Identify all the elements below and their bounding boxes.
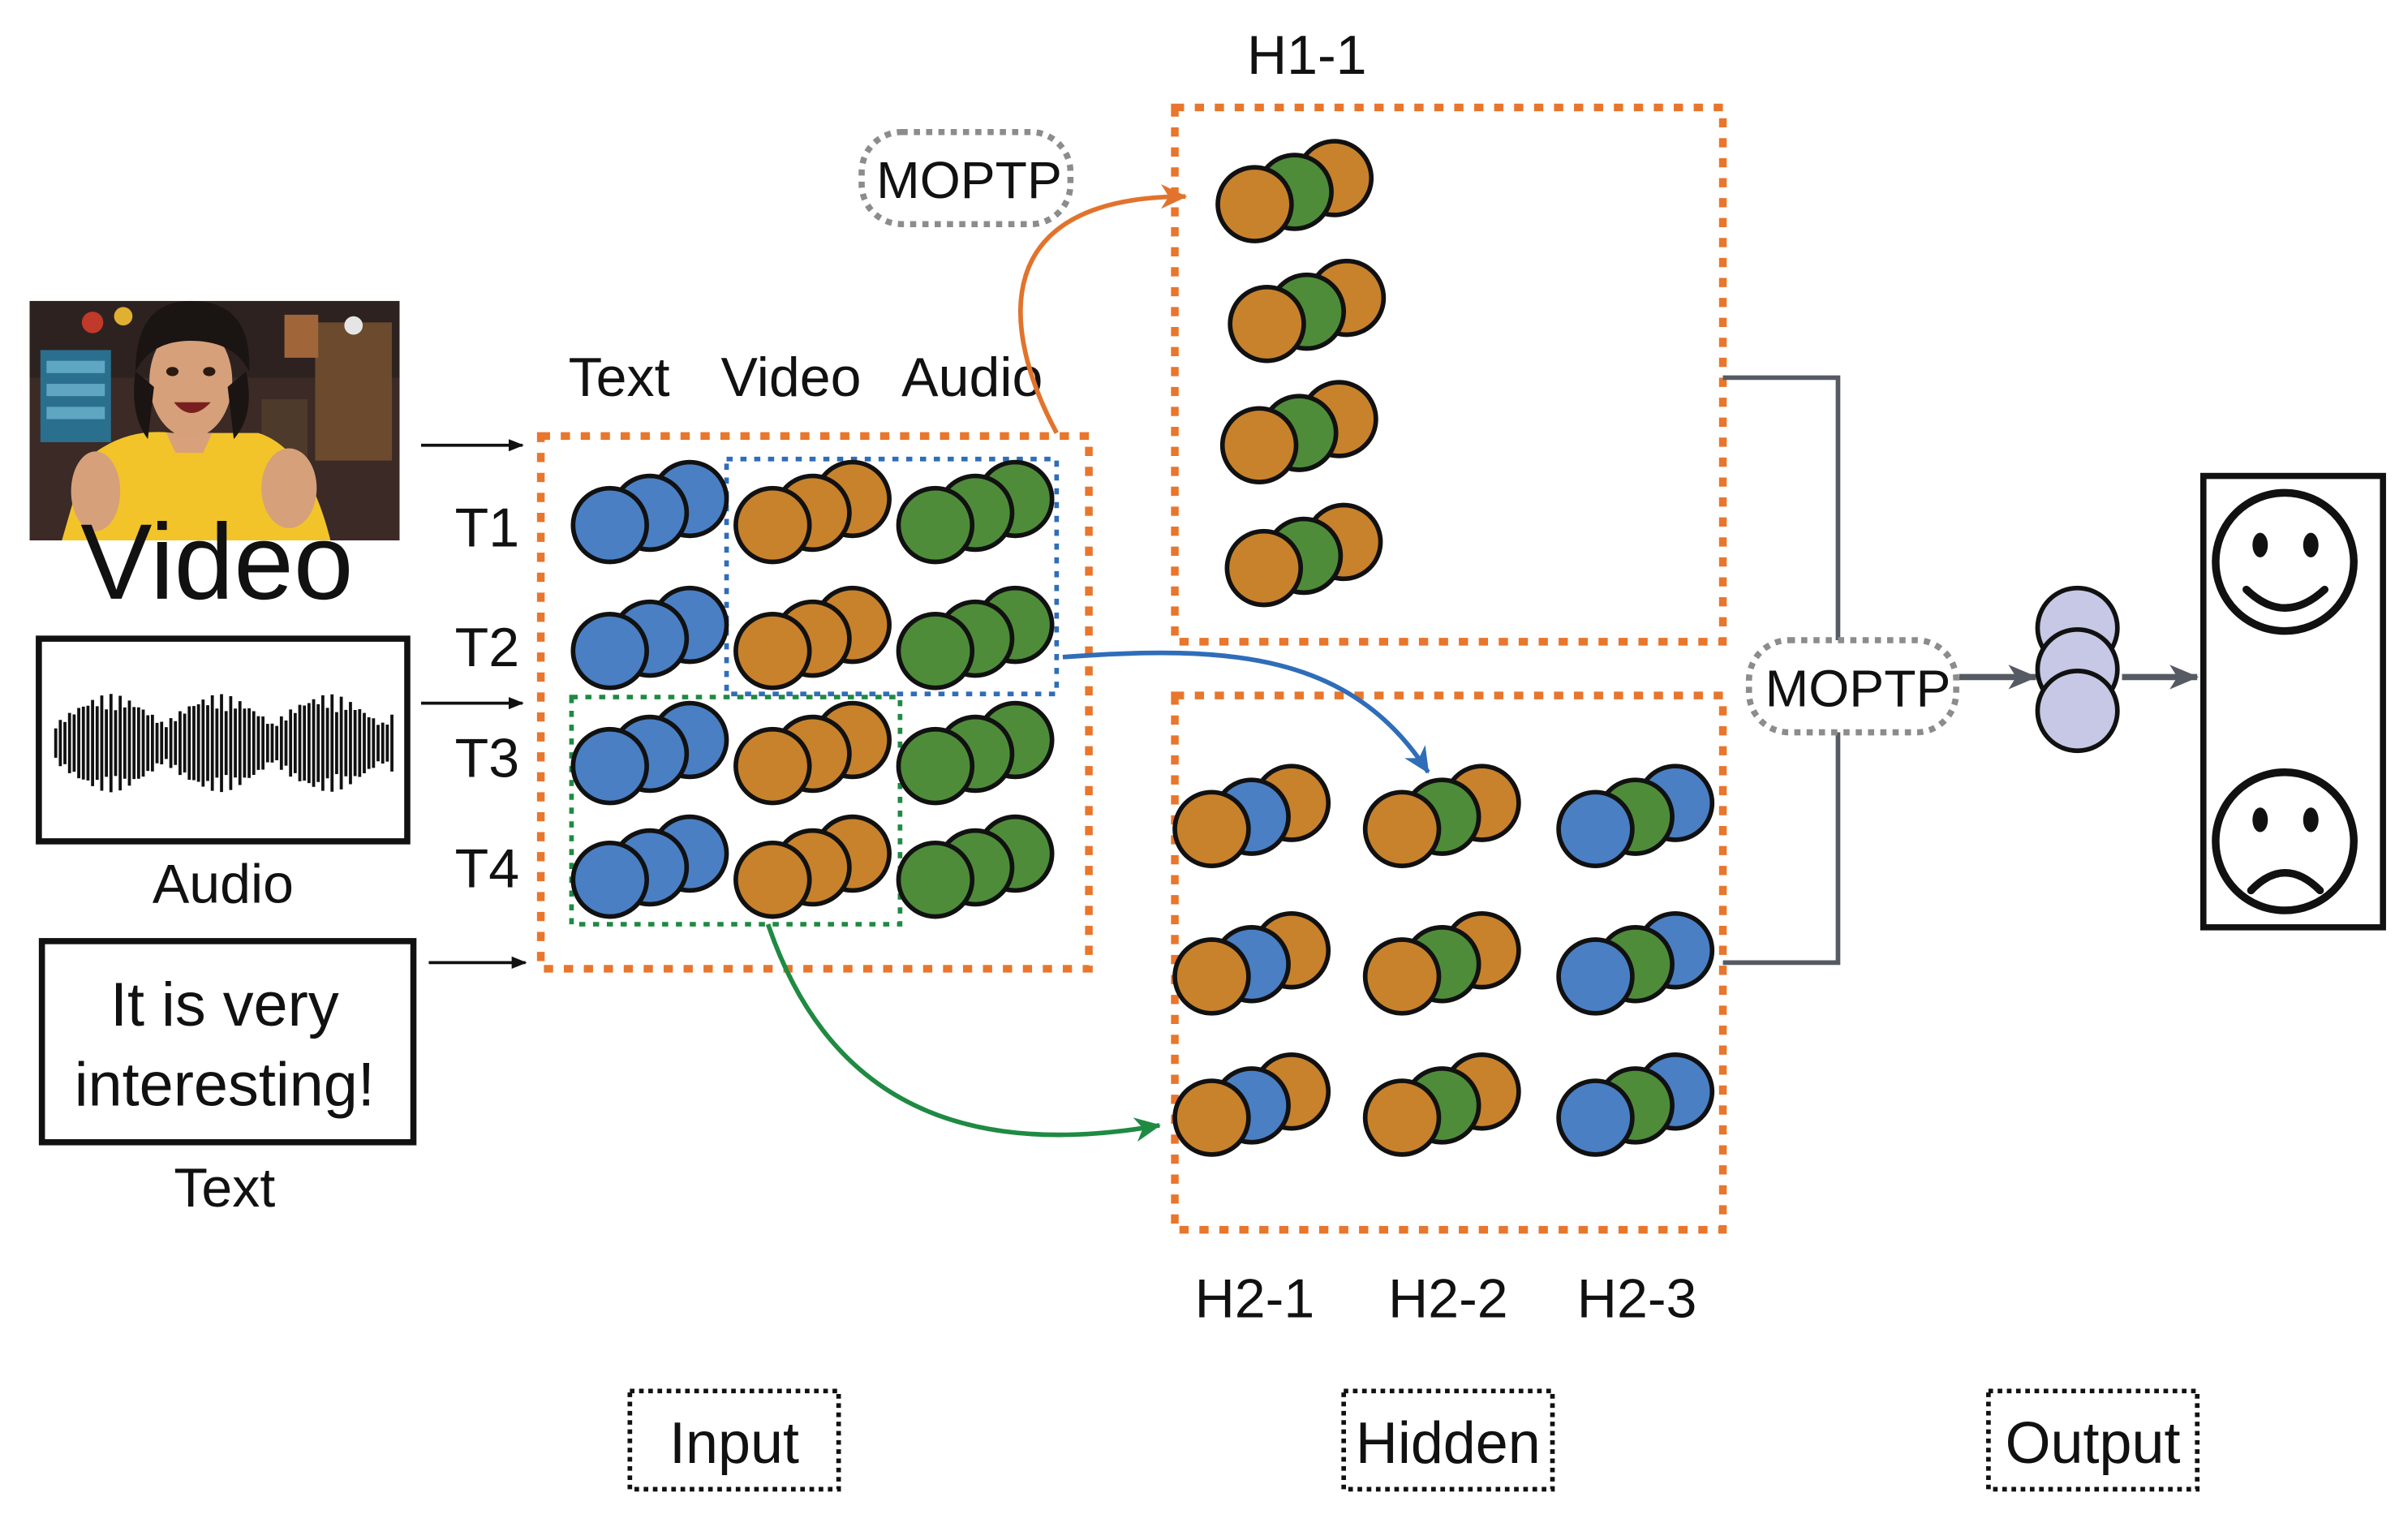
smiley-face-icon [2212,488,2358,635]
h1-title: H1-1 [1247,24,1367,86]
h2-cluster-r1-c3-circle-3 [1556,789,1635,869]
text-label: Text [174,1157,275,1219]
column-label-text: Text [569,346,670,408]
h2-cluster-r3-c3 [1556,1052,1715,1157]
fusion-nodes [2035,585,2120,754]
h1-cluster-2 [1228,258,1387,364]
h2-cluster-r2-c3 [1556,910,1715,1016]
h1-cluster-4-circle-3 [1224,528,1304,608]
section-hidden-text: Hidden [1356,1411,1541,1476]
h1-panel [1171,103,1727,646]
h2-cluster-r1-c1-circle-3 [1172,789,1251,869]
output-panel [2199,472,2386,931]
blue-selection-window [724,456,1060,697]
waveform-icon [54,694,393,793]
row-label-t1: T1 [455,497,519,559]
moptp-label-right: MOPTP [1765,659,1951,717]
text-box-line-1: It is very [110,970,339,1039]
input-cluster-t3-c3 [896,700,1055,806]
column-label-video: Video [721,346,862,408]
h2-label-2: H2-2 [1388,1267,1508,1329]
moptp-bubble-right: MOPTP [1745,637,1959,736]
h1-cluster-2-circle-3 [1228,284,1306,364]
row-label-t2: T2 [455,617,519,678]
input-cluster-t2-c2-circle-3 [733,612,812,691]
section-label-hidden: Hidden [1341,1388,1555,1492]
input-cluster-t2-c1-circle-3 [570,612,649,691]
h2-cluster-r2-c2 [1362,910,1521,1016]
moptp-label-top: MOPTP [876,151,1062,209]
h2-feature-clusters [1172,764,1715,1157]
input-cluster-t2-c3 [896,585,1055,691]
h2-cluster-r3-c2 [1362,1052,1521,1157]
input-cluster-t2-c2 [733,585,892,691]
h2-panel [1171,691,1727,1234]
audio-waveform-box [36,635,411,845]
video-label: Video [80,502,353,622]
h2-cluster-r1-c2 [1362,764,1521,869]
h2-cluster-r2-c3-circle-3 [1556,937,1635,1016]
input-cluster-t4-c1 [570,814,729,919]
section-output-text: Output [2006,1411,2181,1476]
audio-label: Audio [153,854,294,915]
input-cluster-t3-c1 [570,700,729,806]
text-box-line-2: interesting! [75,1050,375,1119]
h1-cluster-3 [1219,380,1378,484]
green-selection-window [569,695,903,927]
h2-cluster-r3-c1 [1172,1052,1331,1157]
h1-cluster-1-circle-3 [1215,165,1294,243]
h2-cluster-r2-c1-circle-3 [1172,937,1251,1016]
h2-cluster-r3-c2-circle-3 [1362,1078,1442,1157]
h1-feature-clusters [1215,139,1387,608]
input-cluster-t4-c3 [896,814,1055,919]
input-cluster-t4-c3-circle-3 [896,840,975,919]
input-cluster-t1-c2 [733,459,892,565]
input-cluster-t3-c2 [733,700,892,806]
video-thumbnail [29,300,400,541]
orange-arrow-to-h1 [1018,184,1188,434]
input-cluster-t1-c3-circle-3 [896,485,975,565]
input-cluster-t1-c2-circle-3 [733,485,812,565]
h2-label-1: H2-1 [1195,1267,1315,1329]
section-label-output: Output [1986,1388,2200,1492]
input-cluster-t4-c1-circle-3 [570,840,649,919]
h2-cluster-r2-c2-circle-3 [1362,937,1442,1016]
section-input-text: Input [669,1411,799,1476]
h1-cluster-1 [1215,139,1374,243]
h2-cluster-r3-c1-circle-3 [1172,1078,1251,1157]
moptp-bubble-top: MOPTP [858,128,1074,228]
input-cluster-t1-c1-circle-3 [570,485,649,565]
blue-arrow-to-h2 [1062,650,1430,774]
h1-cluster-4 [1224,502,1383,608]
frowny-face-icon [2212,768,2358,914]
input-cluster-t2-c1 [570,585,729,691]
input-cluster-t1-c3 [896,459,1055,565]
h2-label-3: H2-3 [1577,1267,1697,1329]
row-label-t3: T3 [455,727,519,789]
input-cluster-t4-c2-circle-3 [733,840,812,919]
input-cluster-t4-c2 [733,814,892,919]
h2-cluster-r1-c3 [1556,764,1715,869]
h2-cluster-r2-c1 [1172,910,1331,1016]
row-label-t4: T4 [455,838,519,900]
h2-cluster-r1-c2-circle-3 [1362,789,1442,869]
input-feature-clusters [570,459,1055,919]
input-cluster-t1-c1 [570,459,729,565]
text-input-box: It is very interesting! [38,938,417,1146]
green-arrow-to-h2 [765,923,1161,1142]
column-label-audio: Audio [901,346,1043,408]
input-cluster-t3-c2-circle-3 [733,726,812,806]
input-cluster-t3-c3-circle-3 [896,726,975,806]
h1-cluster-3-circle-3 [1219,406,1299,484]
h2-cluster-r1-c1 [1172,764,1331,869]
h2-cluster-r3-c3-circle-3 [1556,1078,1635,1157]
input-cluster-t2-c3-circle-3 [896,612,975,691]
section-label-input: Input [627,1388,841,1492]
input-cluster-t3-c1-circle-3 [570,726,649,806]
